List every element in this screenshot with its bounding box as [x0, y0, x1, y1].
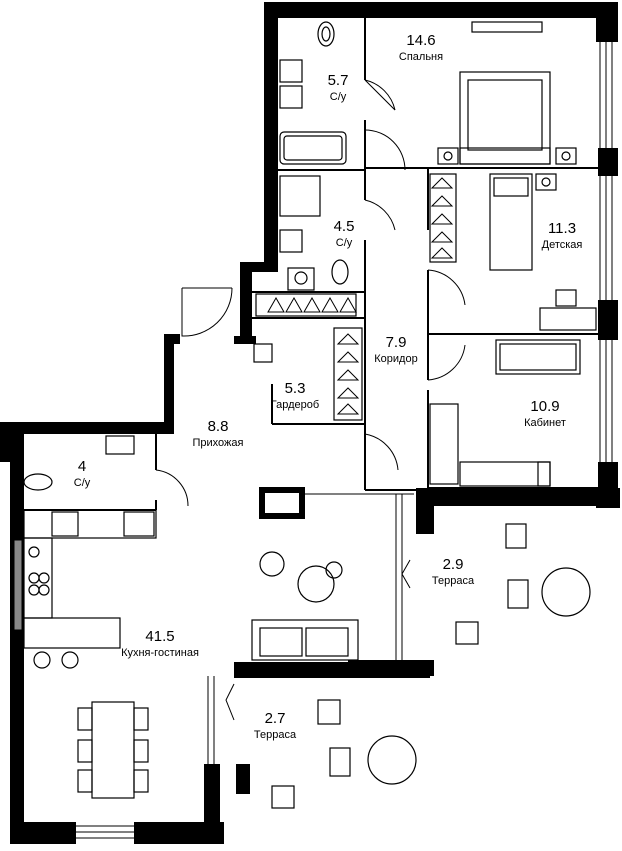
- room-area: 2.7: [264, 710, 286, 727]
- room-name: С/у: [335, 237, 353, 249]
- interior-walls: [24, 18, 598, 511]
- room-name: Кухня-гостиная: [121, 647, 199, 659]
- furniture: [23, 21, 597, 809]
- room-area: 5.7: [327, 72, 349, 89]
- room-area: 10.9: [530, 398, 560, 415]
- room-name: Коридор: [374, 353, 418, 365]
- room-name: С/у: [73, 477, 91, 489]
- room-name: Терраса: [253, 729, 297, 741]
- room-name: Кабинет: [524, 417, 566, 429]
- room-hallway: 8.8 Прихожая: [180, 418, 256, 450]
- room-name: Гардероб: [270, 399, 320, 411]
- room-name: Терраса: [431, 575, 475, 587]
- room-name: С/у: [329, 91, 347, 103]
- room-kitchen-living: 41.5 Кухня-гостиная: [100, 628, 220, 660]
- room-name: Спальня: [398, 51, 444, 63]
- room-area: 14.6: [406, 32, 436, 49]
- room-kids: 11.3 Детская: [530, 220, 594, 252]
- room-area: 8.8: [207, 418, 229, 435]
- room-area: 7.9: [385, 334, 407, 351]
- room-area: 2.9: [442, 556, 464, 573]
- windows: [13, 42, 613, 839]
- room-wardrobe: 5.3 Гардероб: [258, 380, 332, 412]
- room-area: 11.3: [547, 220, 577, 237]
- room-bathroom-1: 5.7 С/у: [316, 72, 360, 104]
- room-name: Прихожая: [192, 437, 244, 449]
- room-bathroom-3: 4 С/у: [60, 458, 104, 490]
- room-name: Детская: [541, 239, 583, 251]
- doors: [155, 79, 466, 721]
- room-bathroom-2: 4.5 С/у: [322, 218, 366, 250]
- room-terrace-2: 2.7 Терраса: [240, 710, 310, 742]
- room-bedroom: 14.6 Спальня: [384, 32, 458, 64]
- wardrobe-hangers: [267, 177, 454, 415]
- room-terrace-1: 2.9 Терраса: [418, 556, 488, 588]
- room-area: 4: [77, 458, 87, 475]
- room-corridor: 7.9 Коридор: [362, 334, 430, 366]
- room-office: 10.9 Кабинет: [510, 398, 580, 430]
- room-area: 41.5: [145, 628, 175, 645]
- room-area: 4.5: [333, 218, 355, 235]
- room-area: 5.3: [284, 380, 306, 397]
